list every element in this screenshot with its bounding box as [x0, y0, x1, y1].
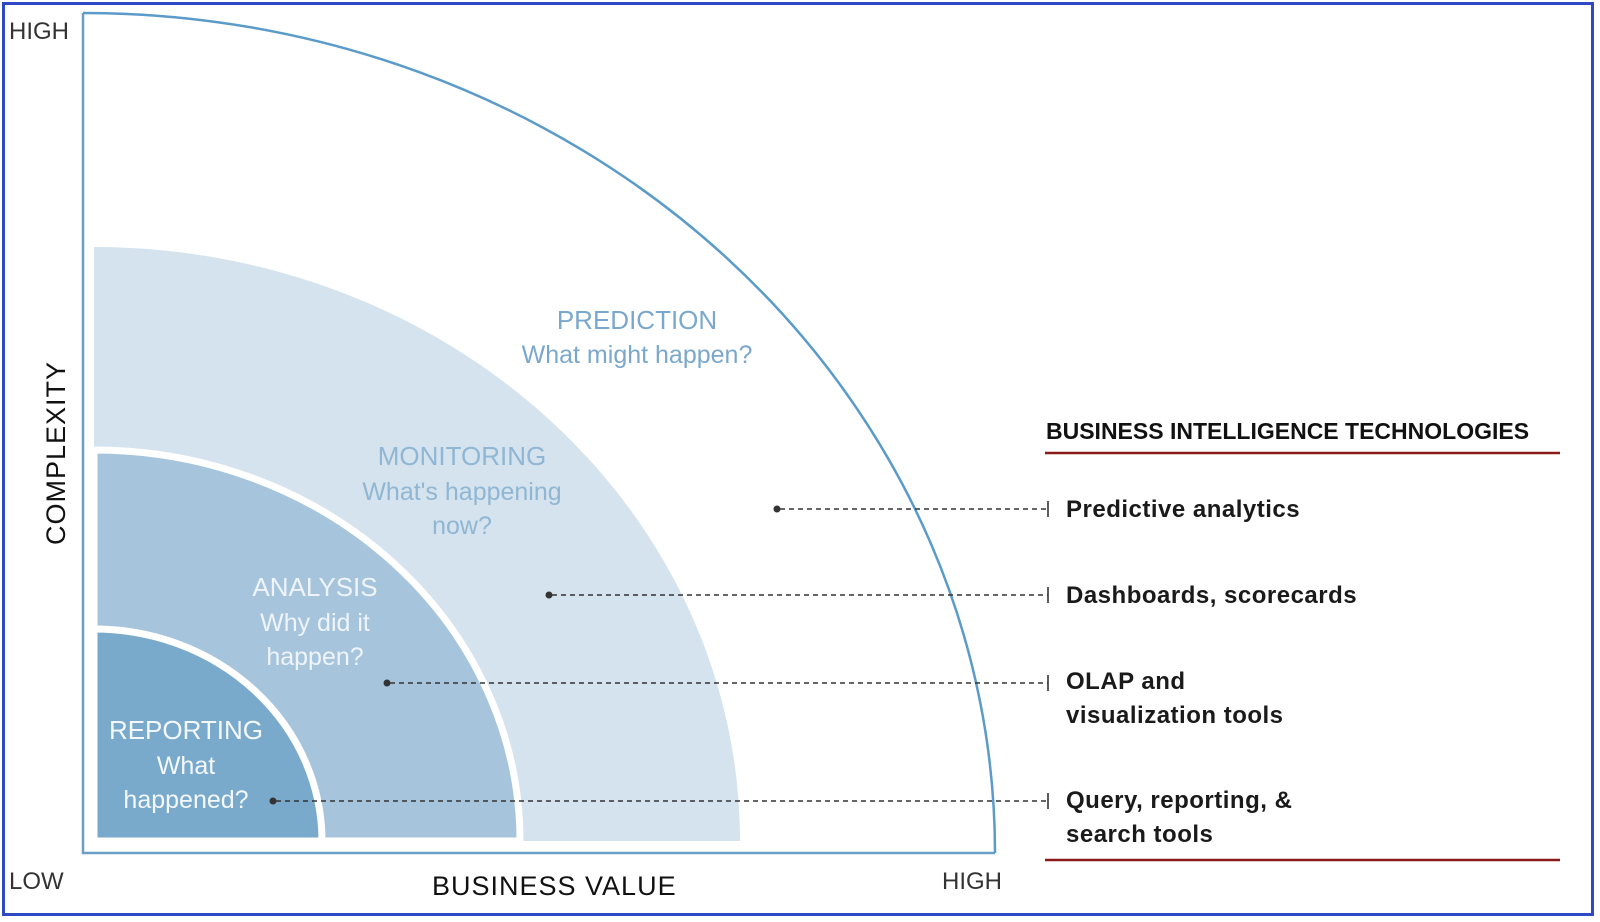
axis-lines [81, 13, 995, 855]
y-axis-title: COMPLEXITY [41, 361, 71, 545]
reporting-label: REPORTING What happened? [109, 715, 263, 814]
prediction-arc [82, 11, 997, 854]
y-axis-high-label: HIGH [9, 18, 69, 45]
analysis-question-line-1: Why did it [260, 609, 370, 637]
monitoring-title: MONITORING [378, 441, 547, 471]
band-baseline [91, 841, 751, 851]
tech-olap-line-2: visualization tools [1066, 702, 1284, 729]
x-axis-title: BUSINESS VALUE [432, 871, 677, 901]
analysis-label: ANALYSIS Why did it happen? [252, 572, 377, 671]
x-axis-high-label: HIGH [942, 868, 1002, 895]
reporting-title: REPORTING [109, 715, 263, 745]
reporting-question-line-1: What [157, 752, 215, 780]
tech-dashboards-scorecards: Dashboards, scorecards [1066, 582, 1357, 609]
tech-olap-line-1: OLAP and [1066, 668, 1186, 695]
reporting-question-line-2: happened? [123, 786, 248, 814]
origin-low-label: LOW [9, 868, 64, 895]
analysis-question-line-2: happen? [266, 643, 363, 671]
monitoring-question-line-1: What's happening [362, 478, 561, 506]
bi-maturity-diagram: HIGH LOW HIGH COMPLEXITY BUSINESS VALUE … [9, 11, 1560, 901]
prediction-title: PREDICTION [557, 305, 717, 335]
leader-prediction [773, 501, 1049, 517]
tech-predictive-analytics: Predictive analytics [1066, 496, 1300, 523]
monitoring-question-line-2: now? [432, 512, 492, 540]
technologies-heading: BUSINESS INTELLIGENCE TECHNOLOGIES [1046, 418, 1529, 444]
tech-query-line-1: Query, reporting, & [1066, 787, 1292, 814]
prediction-label: PREDICTION What might happen? [522, 305, 753, 369]
leader-analysis [383, 675, 1049, 691]
leader-monitoring [545, 587, 1049, 603]
reporting-region [90, 625, 326, 845]
tech-query-line-2: search tools [1066, 821, 1213, 848]
analysis-title: ANALYSIS [252, 572, 377, 602]
leader-reporting [269, 793, 1049, 809]
prediction-question-line-1: What might happen? [522, 341, 753, 369]
monitoring-label: MONITORING What's happening now? [362, 441, 561, 540]
